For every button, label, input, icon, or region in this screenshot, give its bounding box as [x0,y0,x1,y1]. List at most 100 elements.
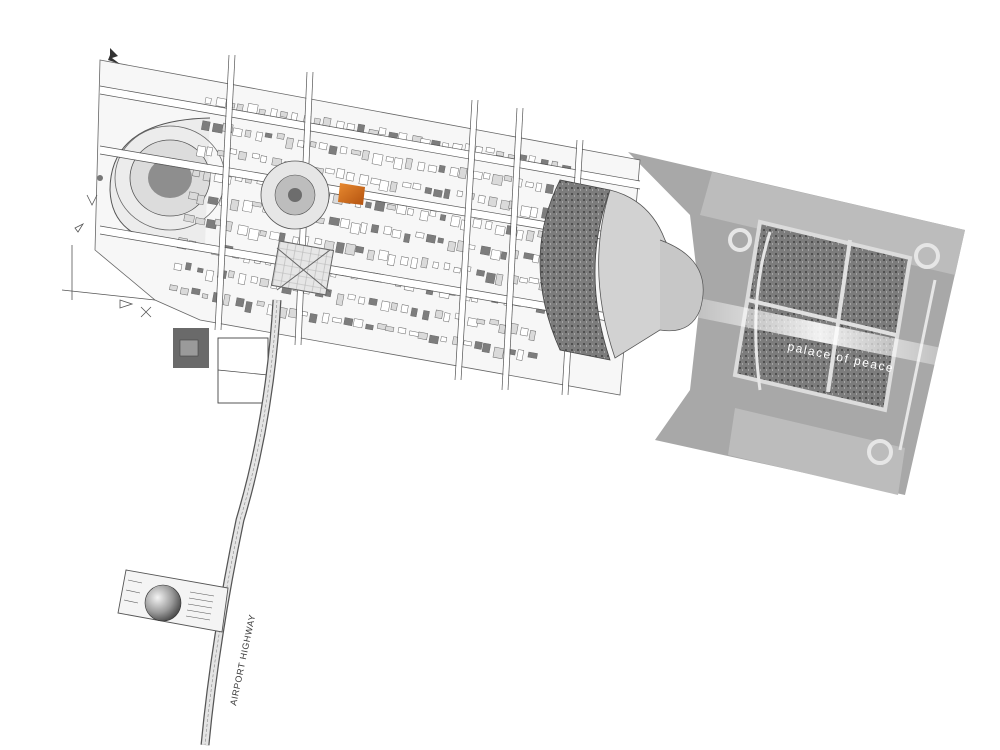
city-block [386,203,397,211]
city-block [380,300,391,312]
city-block [516,349,525,361]
survey-markers [61,194,156,318]
city-block [519,277,529,284]
city-block [237,224,249,236]
city-block [308,313,318,324]
city-block [352,318,364,329]
dome-sphere [144,584,182,622]
city-block [335,241,345,254]
city-block [482,172,491,180]
city-block [476,318,486,325]
city-block [339,146,348,155]
north-arrow-icon [108,48,120,64]
city-block [519,327,529,337]
city-block [403,233,411,244]
city-block [331,317,343,324]
city-grid [94,54,704,396]
city-block [276,132,285,140]
city-block [500,251,508,261]
city-block [432,261,440,269]
city-block [259,230,267,237]
city-block [190,287,201,296]
city-block [279,111,288,118]
city-block [229,199,240,212]
city-block [479,245,491,256]
city-block [410,257,419,269]
city-block [196,267,204,274]
city-block [346,123,356,131]
city-block [250,275,259,284]
city-block [361,149,370,161]
city-block [328,216,341,227]
city-block [453,266,461,274]
city-block [485,272,496,284]
city-block [427,164,438,173]
city-block [489,318,500,326]
city-block [443,262,451,271]
city-block [355,245,365,254]
city-block [204,269,215,282]
city-block [544,183,555,195]
city-block [463,340,473,347]
city-block [399,256,409,266]
city-block [438,164,446,174]
city-block [271,157,283,167]
city-block [196,194,205,206]
city-block [458,167,468,180]
city-block [487,196,498,208]
roundabout-nw [728,228,752,252]
palace-curve-road-w [754,231,772,391]
central-circle-plaza [260,160,330,230]
city-block [359,222,368,234]
city-block [370,224,380,234]
city-block [525,230,535,242]
city-block [318,142,328,151]
city-block [358,174,370,186]
city-outline [94,59,641,396]
city-block [384,325,395,333]
city-block [424,187,433,195]
city-block [235,297,245,308]
city-block [324,167,335,175]
city-block [378,127,387,136]
city-block [285,137,294,150]
city-block [477,194,486,204]
city-block [179,287,189,296]
palace-axis-beam [640,286,1000,378]
city-block [328,145,338,155]
city-block [184,262,192,271]
city-block [297,139,305,148]
city-block [205,146,214,157]
city-block [476,269,486,277]
city-block [255,131,264,142]
city-block [494,273,504,286]
city-block [365,323,374,331]
city-block [269,231,281,241]
city-block [173,262,183,271]
city-block [495,150,505,157]
city-block [417,161,426,172]
city-block [385,156,394,163]
city-block [232,127,243,138]
city-block [378,179,390,192]
city-block [443,188,451,200]
city-block [472,218,483,229]
east-crescent-district [539,179,704,361]
city-block [529,206,539,219]
city-block [244,129,252,138]
city-block [251,152,260,160]
city-block [400,304,409,314]
city-block [484,220,493,230]
city-block [425,234,437,244]
city-block [194,217,206,226]
city-block [419,210,430,222]
city-block [447,240,457,253]
city-block [222,293,231,306]
city-block [535,182,543,193]
city-block [525,181,534,188]
city-block [259,155,268,164]
city-block [383,225,393,236]
city-block [437,237,445,244]
city-block [345,171,355,182]
city-block [264,132,273,139]
